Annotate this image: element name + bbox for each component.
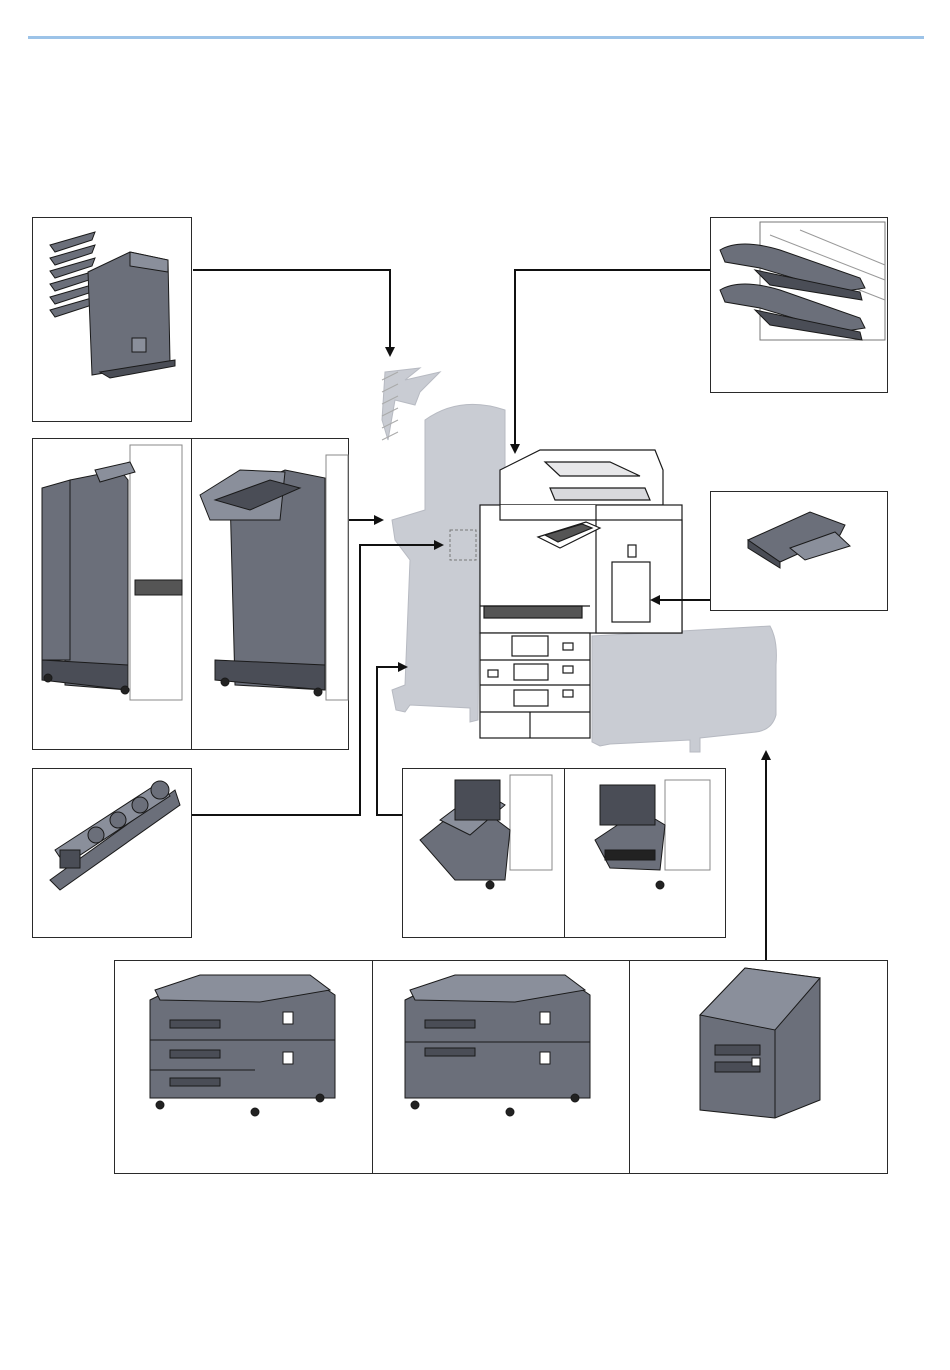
punch-unit-icon bbox=[50, 781, 180, 890]
arrow-mailbox bbox=[193, 270, 390, 355]
large-capacity-feeder-icon bbox=[405, 975, 590, 1116]
card-holder-icon bbox=[748, 512, 850, 568]
finisher-icon bbox=[42, 445, 348, 700]
paper-feeder-icon bbox=[150, 975, 335, 1116]
side-feeder-icon bbox=[700, 968, 820, 1118]
mailbox-icon bbox=[50, 232, 175, 378]
arrow-job-separator bbox=[515, 270, 710, 452]
job-separator-icon bbox=[720, 222, 885, 340]
ghost-side-feeder-shape bbox=[592, 626, 776, 752]
folding-unit-icon bbox=[420, 775, 710, 889]
